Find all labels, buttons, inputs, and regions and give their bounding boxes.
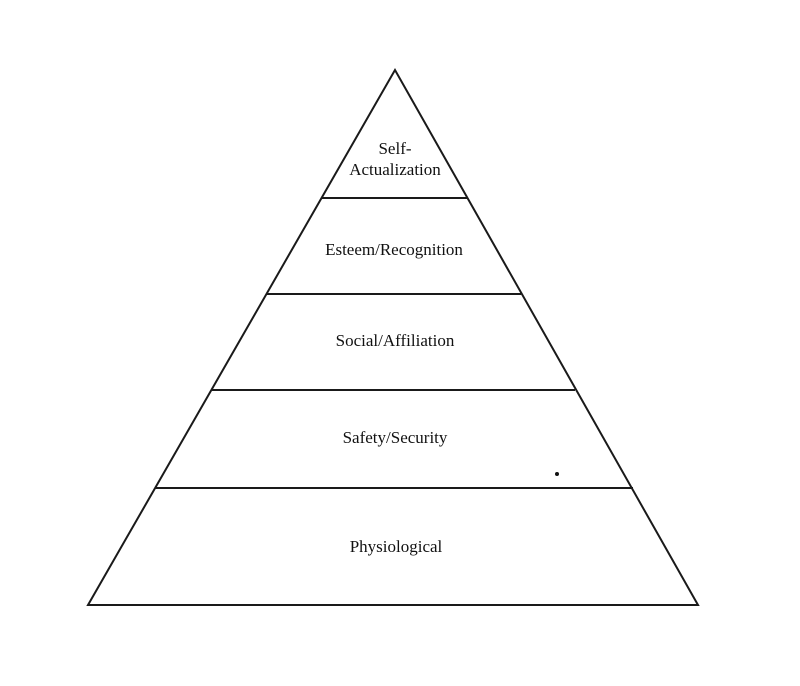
level-physiological: Physiological <box>350 537 443 556</box>
level-safety-security: Safety/Security <box>343 428 448 447</box>
level-esteem-recognition: Esteem/Recognition <box>325 240 463 259</box>
ink-speck <box>555 472 559 476</box>
level-social-affiliation: Social/Affiliation <box>336 331 455 350</box>
level-self-actualization-line-2: Actualization <box>349 160 441 179</box>
level-self-actualization-line-1: Self- <box>378 139 411 158</box>
pyramid-outline <box>86 67 700 606</box>
